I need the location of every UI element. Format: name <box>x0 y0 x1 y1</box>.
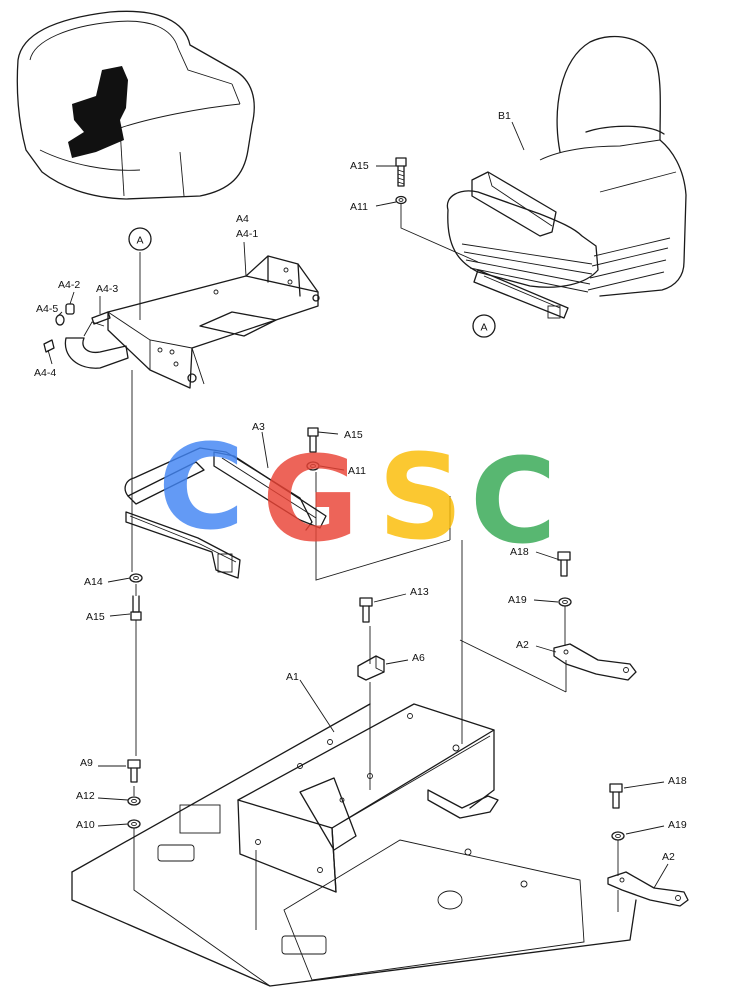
cgsc-watermark-logo: C G S C <box>158 418 557 570</box>
label-a15-low: A15 <box>86 611 105 623</box>
alignment-lines <box>131 252 619 987</box>
label-a15-mid: A15 <box>344 429 363 441</box>
part-labels: B1 A15 A11 A4 A4-1 A4-2 A4-3 A4-5 A4-4 A… <box>34 110 687 863</box>
washer-a10 <box>127 819 141 829</box>
svg-text:A: A <box>480 322 487 334</box>
washer-a19-top <box>558 597 572 607</box>
ref-circle-a-bottom: A <box>472 314 496 338</box>
label-a15-top: A15 <box>350 160 369 172</box>
label-a10: A10 <box>76 819 95 831</box>
label-a4-1: A4-1 <box>236 228 258 240</box>
label-a12: A12 <box>76 790 95 802</box>
svg-text:A: A <box>136 235 143 247</box>
label-a4-3: A4-3 <box>96 283 118 295</box>
watermark-letter-1: C <box>158 418 245 556</box>
label-a2-top: A2 <box>516 639 529 651</box>
watermark-letter-3: S <box>378 428 463 566</box>
washer-a12 <box>127 796 141 806</box>
label-a11-mid: A11 <box>348 465 366 477</box>
label-a4-5: A4-5 <box>36 303 58 315</box>
label-a4: A4 <box>236 213 249 225</box>
ref-circle-a-top: A <box>128 227 152 251</box>
label-a2-bottom: A2 <box>662 851 675 863</box>
label-a3: A3 <box>252 421 265 433</box>
seat-stand-frame-a1 <box>237 703 499 893</box>
watermark-letter-2: G <box>262 430 359 568</box>
cab-locator-illustration <box>16 10 255 200</box>
label-a11-top: A11 <box>350 201 368 213</box>
label-a18-top: A18 <box>510 546 529 558</box>
slide-rail-a3 <box>124 447 327 579</box>
label-a6: A6 <box>412 652 425 664</box>
seat-bracket-a4 <box>107 255 320 389</box>
bolt-a18-bottom <box>609 783 623 809</box>
label-a19-top: A19 <box>508 594 527 606</box>
washer-a11-upper <box>395 195 407 205</box>
clip-a6 <box>357 655 385 681</box>
label-a1: A1 <box>286 671 299 683</box>
label-a19-bottom: A19 <box>668 819 687 831</box>
bracket-a2-bottom <box>607 871 689 907</box>
label-a14: A14 <box>84 576 103 588</box>
washer-a19-bottom <box>611 831 625 841</box>
seat-silhouette-icon <box>68 66 128 158</box>
watermark-letter-4: C <box>470 432 557 570</box>
label-a13: A13 <box>410 586 429 598</box>
bolt-a18-top <box>557 551 571 577</box>
leader-lines <box>47 121 669 889</box>
operator-seat-b1 <box>446 35 687 319</box>
washer-a11-mid <box>306 461 320 471</box>
washer-a14 <box>129 573 143 583</box>
bolt-a9 <box>127 759 141 783</box>
label-a9: A9 <box>80 757 93 769</box>
bracket-a2-top <box>553 643 637 681</box>
label-a4-4: A4-4 <box>34 367 56 379</box>
cab-floor-plate <box>71 703 637 987</box>
bolt-a15-low <box>130 595 142 621</box>
label-a18-bottom: A18 <box>668 775 687 787</box>
bolt-a13 <box>359 597 373 623</box>
label-b1: B1 <box>498 110 511 122</box>
bolt-a15-upper <box>395 157 407 187</box>
label-a4-2: A4-2 <box>58 279 80 291</box>
